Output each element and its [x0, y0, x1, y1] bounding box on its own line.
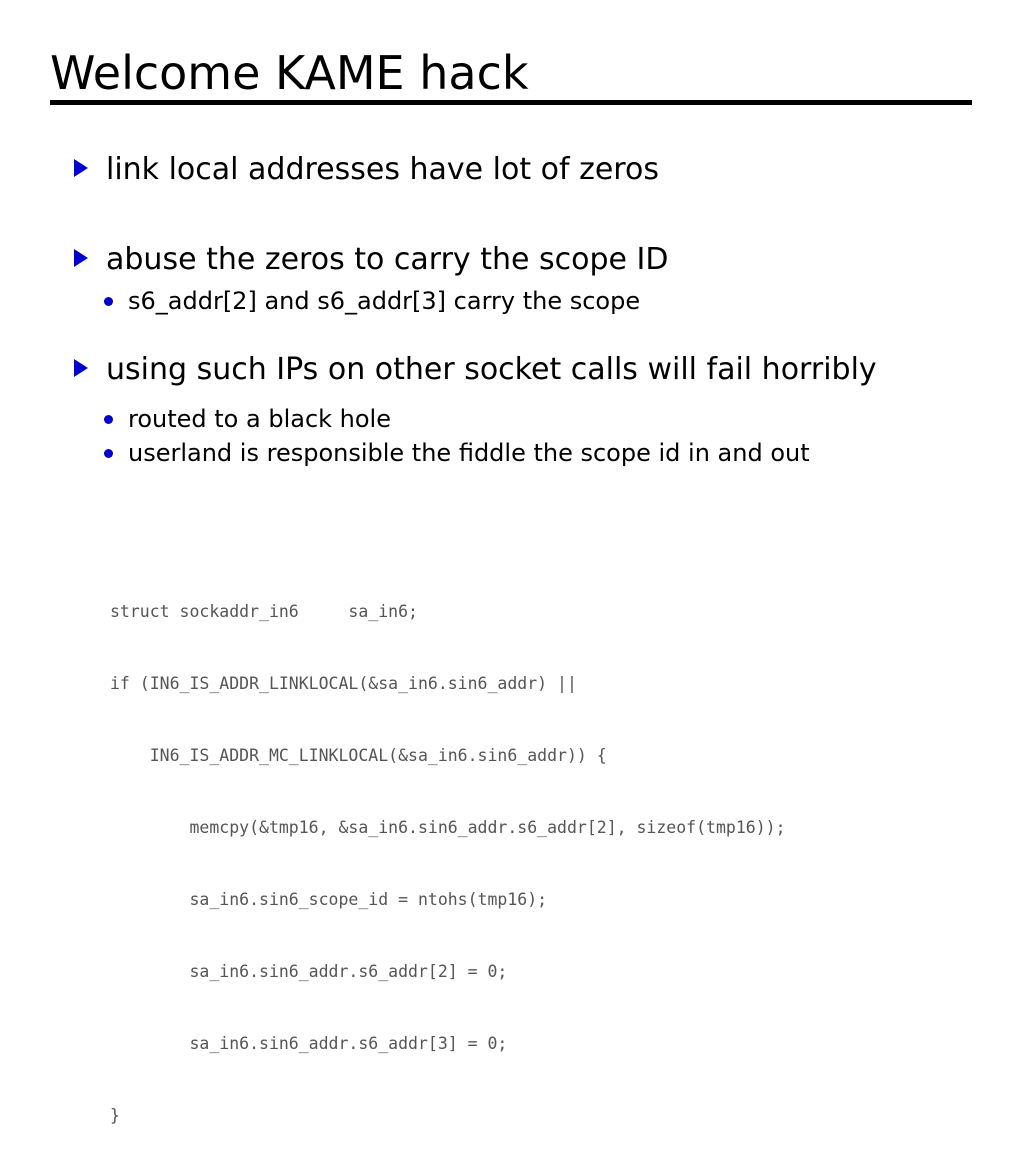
bullet-text: abuse the zeros to carry the scope ID — [106, 242, 669, 277]
bullet-level2: s6_addr[2] and s6_addr[3] carry the scop… — [72, 284, 972, 318]
bullet-level2: routed to a black hole — [72, 402, 972, 436]
slide-body: link local addresses have lot of zeros a… — [72, 146, 972, 470]
blue-dot-icon — [104, 415, 113, 424]
code-line: memcpy(&tmp16, &sa_in6.sin6_addr.s6_addr… — [110, 818, 786, 837]
bullet-text: using such IPs on other socket calls wil… — [106, 352, 877, 387]
blue-dot-icon — [104, 297, 113, 306]
bullet-text: s6_addr[2] and s6_addr[3] carry the scop… — [128, 287, 641, 315]
blue-dot-icon — [104, 449, 113, 458]
blue-triangle-icon — [74, 159, 88, 177]
code-line: sa_in6.sin6_scope_id = ntohs(tmp16); — [110, 890, 548, 909]
bullet-text: link local addresses have lot of zeros — [106, 152, 659, 187]
bullet-text: routed to a black hole — [128, 405, 391, 433]
code-line: IN6_IS_ADDR_MC_LINKLOCAL(&sa_in6.sin6_ad… — [110, 746, 607, 765]
blue-triangle-icon — [74, 249, 88, 267]
title-block: Welcome KAME hack — [50, 46, 974, 100]
spacer — [72, 318, 972, 346]
spacer — [72, 194, 972, 236]
title-divider — [50, 100, 972, 105]
bullet-level2: userland is responsible the fiddle the s… — [72, 436, 972, 470]
bullet-text: userland is responsible the fiddle the s… — [128, 439, 810, 467]
bullet-level1: using such IPs on other socket calls wil… — [72, 346, 972, 394]
code-block: struct sockaddr_in6 sa_in6; if (IN6_IS_A… — [110, 552, 786, 1176]
presentation-slide: Welcome KAME hack link local addresses h… — [50, 46, 974, 1125]
code-line: } — [110, 1106, 120, 1125]
spacer — [72, 394, 972, 402]
bullet-level1: link local addresses have lot of zeros — [72, 146, 972, 194]
code-line: struct sockaddr_in6 sa_in6; — [110, 602, 418, 621]
bullet-level1: abuse the zeros to carry the scope ID — [72, 236, 972, 284]
page-title: Welcome KAME hack — [50, 46, 529, 100]
code-line: sa_in6.sin6_addr.s6_addr[2] = 0; — [110, 962, 508, 981]
blue-triangle-icon — [74, 359, 88, 377]
code-line: if (IN6_IS_ADDR_LINKLOCAL(&sa_in6.sin6_a… — [110, 674, 577, 693]
code-line: sa_in6.sin6_addr.s6_addr[3] = 0; — [110, 1034, 508, 1053]
